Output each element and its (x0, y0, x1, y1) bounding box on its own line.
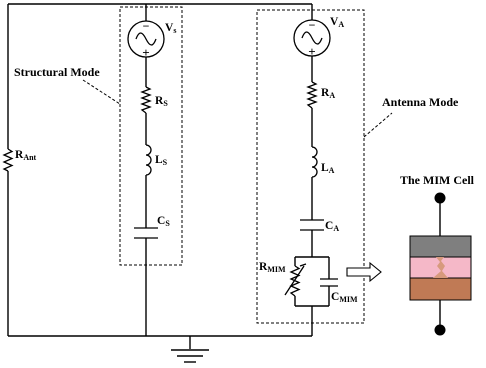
cmim-capacitor-icon (320, 278, 338, 287)
ra-resistor-icon (306, 81, 318, 109)
la-inductor-icon (311, 146, 318, 178)
mim-bottom-terminal-icon (434, 324, 446, 336)
antenna-mode-label: Antenna Mode (382, 95, 459, 109)
la-label: LA (321, 162, 335, 175)
r-ant-label: RAnt (15, 149, 37, 162)
vs-minus-sign: − (143, 19, 150, 33)
va-label: VA (330, 16, 344, 29)
va-source-icon (293, 19, 331, 57)
rmim-label: RMIM (259, 261, 286, 274)
cs-label: CS (157, 215, 170, 228)
vs-plus-sign: + (142, 45, 149, 60)
cmim-label: CMIM (331, 291, 358, 304)
structural-mode-label: Structural Mode (14, 65, 100, 79)
mim-bottom-metal (409, 277, 472, 301)
mim-filament (433, 257, 448, 278)
rmim-variable-resistor-icon (284, 263, 307, 297)
structural-mode-leader (82, 79, 121, 105)
ls-inductor-icon (145, 144, 152, 176)
ca-label: CA (325, 220, 339, 233)
rs-label: RS (155, 95, 168, 108)
structural-mode-box (119, 6, 183, 266)
mim-top-terminal-icon (434, 192, 446, 204)
va-plus-sign: + (308, 44, 315, 59)
vs-source-icon (127, 20, 165, 58)
mim-cell-illustration (409, 192, 472, 336)
antenna-mode-leader (363, 112, 393, 138)
ca-capacitor-icon (300, 219, 324, 231)
mim-top-metal (409, 235, 472, 258)
rs-resistor-icon (140, 86, 152, 114)
ra-label: RA (321, 87, 335, 100)
mim-cell-label: The MIM Cell (400, 173, 475, 187)
circuit-wires (7, 3, 330, 349)
cs-capacitor-icon (134, 227, 158, 239)
right-arrow-icon (346, 261, 382, 283)
ground-icon (171, 349, 209, 363)
r-ant-resistor-icon (2, 148, 14, 172)
vs-label: Vs (165, 22, 176, 35)
ls-label: LS (155, 154, 168, 167)
va-minus-sign: − (309, 18, 316, 32)
